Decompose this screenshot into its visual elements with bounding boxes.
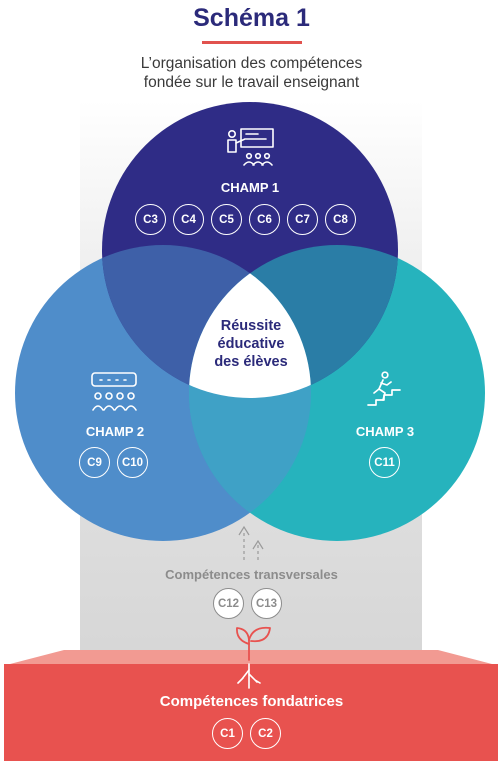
competence-badge-c7: C7 bbox=[287, 204, 318, 235]
page-title: Schéma 1 bbox=[193, 4, 310, 32]
competence-badge-c11: C11 bbox=[369, 447, 400, 478]
roots-icon bbox=[237, 663, 261, 689]
competence-badge-c1: C1 bbox=[212, 718, 243, 749]
transversales-competences: C12 C13 bbox=[213, 588, 282, 619]
competence-badge-c4: C4 bbox=[173, 204, 204, 235]
competence-badge-c6: C6 bbox=[249, 204, 280, 235]
competence-badge-c12: C12 bbox=[213, 588, 244, 619]
running-stairs-icon bbox=[367, 371, 401, 406]
subtitle-line-1: L’organisation des compétences bbox=[140, 55, 363, 72]
champ2-competences: C9 C10 bbox=[79, 447, 148, 478]
transversales-label: Compétences transversales bbox=[165, 567, 338, 582]
center-line-3: des élèves bbox=[214, 354, 288, 370]
subtitle: L’organisation des compétences fondée su… bbox=[0, 54, 503, 92]
subtitle-line-2: fondée sur le travail enseignant bbox=[143, 74, 360, 91]
competence-badge-c5: C5 bbox=[211, 204, 242, 235]
competence-badge-c8: C8 bbox=[325, 204, 356, 235]
competence-badge-c3: C3 bbox=[135, 204, 166, 235]
champ3-label: CHAMP 3 bbox=[355, 424, 415, 439]
champ3-competences: C11 bbox=[369, 447, 400, 478]
overlap-center bbox=[189, 245, 311, 398]
competence-badge-c9: C9 bbox=[79, 447, 110, 478]
center-line-1: Réussite bbox=[220, 318, 282, 334]
center-label: Réussite éducative des élèves bbox=[186, 317, 316, 371]
sprout-icon bbox=[236, 626, 271, 661]
group-meeting-icon bbox=[91, 372, 137, 411]
champ1-competences: C3 C4 C5 C6 C7 C8 bbox=[135, 204, 356, 235]
champ1-label: CHAMP 1 bbox=[220, 180, 280, 195]
title-underline bbox=[202, 41, 302, 44]
competence-badge-c10: C10 bbox=[117, 447, 148, 478]
foundation-top bbox=[10, 650, 492, 664]
competence-badge-c13: C13 bbox=[251, 588, 282, 619]
center-line-2: éducative bbox=[217, 336, 285, 352]
champ2-label: CHAMP 2 bbox=[85, 424, 145, 439]
transversal-arrows bbox=[238, 525, 264, 560]
teacher-presenting-icon bbox=[227, 128, 274, 166]
fondatrices-label: Compétences fondatrices bbox=[159, 693, 344, 710]
foundation-band bbox=[4, 664, 498, 761]
fondatrices-competences: C1 C2 bbox=[212, 718, 281, 749]
competence-badge-c2: C2 bbox=[250, 718, 281, 749]
